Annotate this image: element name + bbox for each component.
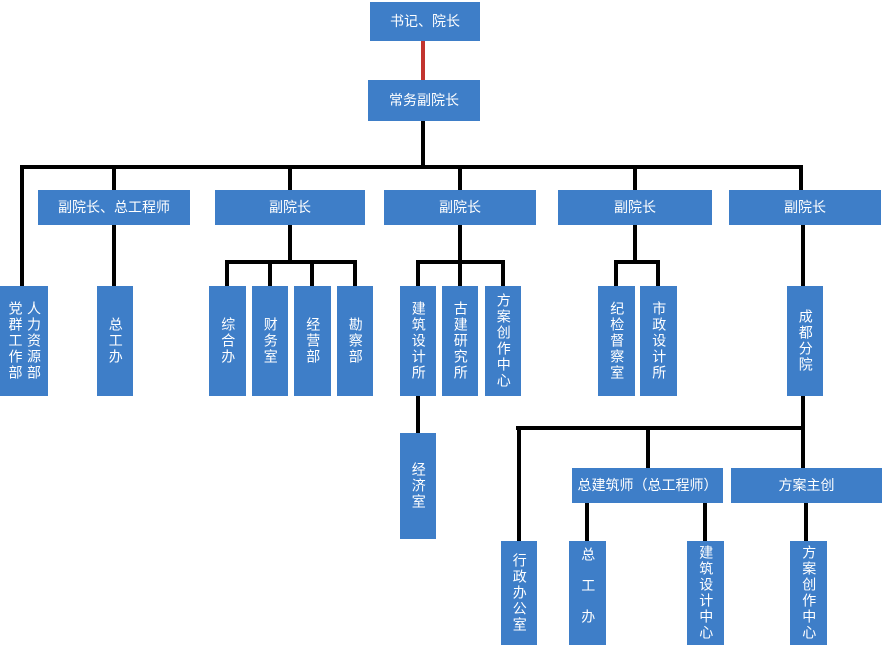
org-node-scheme-lead-label: 方案主创 xyxy=(778,476,835,493)
connector-drop-scheme-lead xyxy=(801,426,805,468)
org-node-economics-office: 经济室 xyxy=(400,433,436,539)
org-node-arch-design-institute-label: 建筑设计所 xyxy=(410,301,427,381)
connector-branch2-horizontal xyxy=(225,260,357,264)
connector-drop-left-depts xyxy=(20,165,24,286)
org-node-admin-office: 行政办公室 xyxy=(501,541,537,645)
org-node-secretary-dean: 书记、院长 xyxy=(370,2,480,41)
connector-branch4-horizontal xyxy=(614,260,660,264)
org-node-discipline-inspection-office: 纪检督察室 xyxy=(598,286,635,396)
connector-vp4-stub xyxy=(633,225,637,264)
connector-vp3-stub xyxy=(458,225,462,264)
connector-drop-chief-eng-office-2 xyxy=(585,503,589,541)
org-node-vp2-label: 副院长 xyxy=(269,198,311,215)
connector-economics-office xyxy=(416,396,420,433)
org-node-creative-center-1-label: 方案创作中心 xyxy=(495,293,512,389)
org-node-vp4: 副院长 xyxy=(558,190,712,225)
connector-drop-vp5 xyxy=(799,165,803,190)
connector-vp2-stub xyxy=(288,225,292,264)
org-node-vp5-label: 副院长 xyxy=(784,198,826,215)
org-node-vp2: 副院长 xyxy=(215,190,365,225)
org-node-exec-vice-dean-label: 常务副院长 xyxy=(389,91,459,108)
org-node-hr-dept-label: 人力资源部 xyxy=(26,301,42,381)
connector-drop-vp2 xyxy=(288,165,292,190)
org-node-chengdu-branch-label: 成都分院 xyxy=(797,309,814,373)
org-node-economics-office-label: 经济室 xyxy=(410,462,427,510)
org-node-chief-eng-office: 总工办 xyxy=(97,286,133,396)
org-node-chief-eng-office-2-label: 总工办 xyxy=(580,546,597,640)
org-node-creative-center-2: 方案创作中心 xyxy=(790,541,827,645)
org-node-creative-center-1: 方案创作中心 xyxy=(485,286,521,396)
org-node-chengdu-branch: 成都分院 xyxy=(787,286,823,396)
org-node-arch-design-center-label: 建筑设计中心 xyxy=(698,545,715,641)
org-node-vp-chief-engineer: 副院长、总工程师 xyxy=(38,190,190,225)
org-node-vp5: 副院长 xyxy=(729,190,881,225)
org-node-heritage-research-institute: 古建研究所 xyxy=(442,286,478,396)
org-node-finance-office-label: 财务室 xyxy=(262,317,279,365)
connector-drop-vp4 xyxy=(633,165,637,190)
org-node-vp4-label: 副院长 xyxy=(614,198,656,215)
connector-chengdu-stub xyxy=(801,396,805,430)
org-node-municipal-design-institute-label: 市政设计所 xyxy=(651,301,668,381)
connector-drop-discipline-office xyxy=(614,260,618,286)
connector-drop-operations-dept xyxy=(310,260,314,286)
org-node-chief-eng-office-2: 总工办 xyxy=(569,541,606,645)
org-node-vp3: 副院长 xyxy=(384,190,536,225)
connector-drop-survey-dept xyxy=(353,260,357,286)
org-node-arch-design-center: 建筑设计中心 xyxy=(687,541,724,645)
org-node-secretary-dean-label: 书记、院长 xyxy=(390,12,460,29)
org-node-admin-office-label: 行政办公室 xyxy=(511,553,528,633)
org-node-party-mass-and-hr: 党群工作部 人力资源部 xyxy=(0,286,48,396)
org-node-arch-design-institute: 建筑设计所 xyxy=(400,286,436,396)
org-node-general-office: 综合办 xyxy=(209,286,246,396)
org-node-exec-vice-dean: 常务副院长 xyxy=(368,80,480,121)
connector-vp5-stub xyxy=(801,225,805,286)
connector-drop-admin-office xyxy=(517,426,521,541)
connector-drop-vp1 xyxy=(112,165,116,190)
connector-exec-stub xyxy=(421,121,425,169)
connector-drop-arch-design-center xyxy=(703,503,707,541)
org-node-general-office-label: 综合办 xyxy=(220,317,237,365)
connector-drop-chief-architect xyxy=(646,426,650,468)
org-node-survey-dept: 勘察部 xyxy=(337,286,373,396)
connector-drop-municipal-design xyxy=(656,260,660,286)
org-node-operations-dept-label: 经营部 xyxy=(305,317,322,365)
org-node-chief-eng-office-label: 总工办 xyxy=(107,317,124,365)
connector-drop-heritage-research xyxy=(458,260,462,286)
connector-main-horizontal xyxy=(20,165,803,169)
org-node-party-mass-dept-label: 党群工作部 xyxy=(7,301,24,381)
org-node-chief-architect: 总建筑师（总工程师） xyxy=(572,468,723,503)
org-node-vp3-label: 副院长 xyxy=(439,198,481,215)
connector-root-exec-red xyxy=(421,41,425,80)
connector-drop-general-office xyxy=(225,260,229,286)
connector-vp1-stub xyxy=(112,225,116,286)
org-node-discipline-inspection-office-label: 纪检督察室 xyxy=(609,301,626,381)
connector-drop-arch-design-institute xyxy=(416,260,420,286)
connector-drop-creative-center-1 xyxy=(501,260,505,286)
org-node-vp-chief-engineer-label: 副院长、总工程师 xyxy=(58,198,170,215)
org-node-creative-center-2-label: 方案创作中心 xyxy=(801,545,818,641)
connector-drop-vp3 xyxy=(458,165,462,190)
connector-chengdu-horizontal xyxy=(516,426,805,430)
connector-drop-creative-center-2 xyxy=(804,503,808,541)
org-node-survey-dept-label: 勘察部 xyxy=(347,317,364,365)
org-node-operations-dept: 经营部 xyxy=(294,286,331,396)
org-node-chief-architect-label: 总建筑师（总工程师） xyxy=(577,476,718,493)
connector-drop-finance-office xyxy=(268,260,272,286)
org-node-heritage-research-institute-label: 古建研究所 xyxy=(452,301,469,381)
org-node-scheme-lead: 方案主创 xyxy=(731,468,882,503)
org-node-finance-office: 财务室 xyxy=(252,286,288,396)
org-node-municipal-design-institute: 市政设计所 xyxy=(640,286,677,396)
